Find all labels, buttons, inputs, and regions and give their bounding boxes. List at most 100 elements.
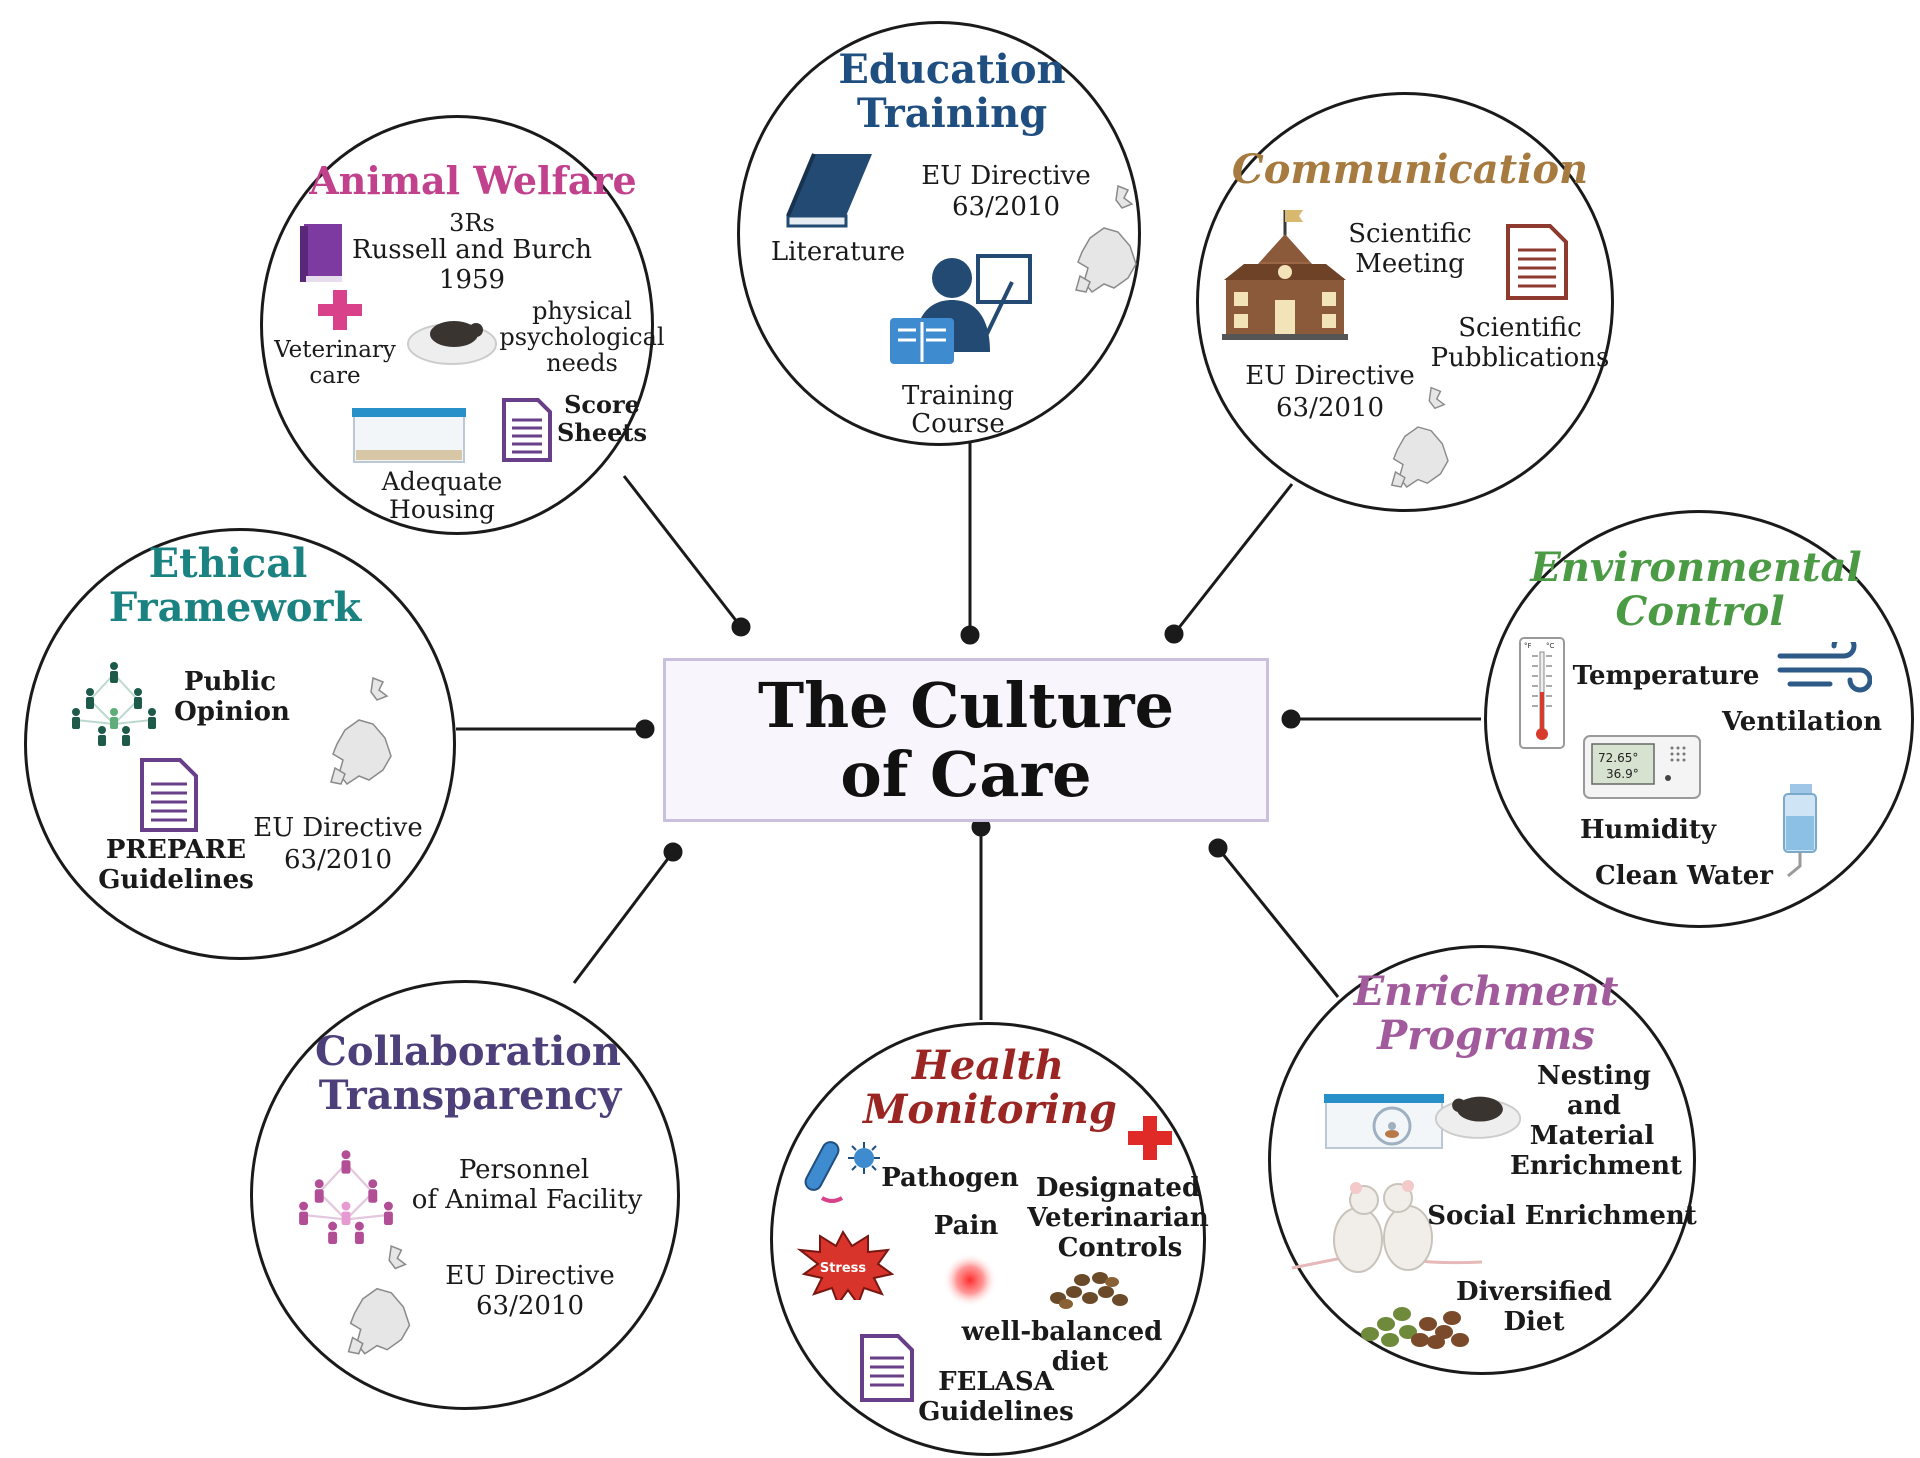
pellets-icon <box>1050 1272 1128 1309</box>
circle-education <box>737 21 1141 446</box>
health-pathogen: Pathogen <box>881 1163 1019 1193</box>
rats-icon <box>1291 1180 1483 1273</box>
medical-cross-icon <box>1128 1116 1172 1160</box>
enrichment-diet-line1: Diversified <box>1456 1277 1612 1307</box>
animal-welfare-needs-line3: needs <box>546 349 618 377</box>
medical-cross-icon <box>318 290 362 330</box>
circle-collaboration <box>250 980 680 1410</box>
education-directive-line2: 63/2010 <box>951 192 1061 222</box>
environmental-humidity: Humidity <box>1579 815 1717 845</box>
enrichment-nesting-line1: Nesting <box>1537 1061 1651 1091</box>
people-network-icon <box>72 662 156 746</box>
communication-title: Communication <box>1231 146 1589 193</box>
school-building-icon <box>1222 210 1348 340</box>
document-icon <box>502 398 552 462</box>
health-diet-line1: well-balanced <box>961 1317 1163 1347</box>
center-title: The Culture of Care <box>757 668 1175 811</box>
center-box: The Culture of Care <box>663 658 1269 822</box>
enrichment-nesting-line2: and <box>1567 1091 1621 1121</box>
hygrometer-reading-2: 36.9° <box>1606 767 1639 781</box>
animal-welfare-vet-line2: care <box>309 363 361 389</box>
communication-meeting-line1: Scientific <box>1348 219 1472 249</box>
communication-directive-line1: EU Directive <box>1245 361 1415 391</box>
ethical-directive-line2: 63/2010 <box>283 845 393 875</box>
health-felasa-line2: Guidelines <box>918 1397 1074 1427</box>
animal-welfare-needs-line1: physical <box>532 297 632 325</box>
education-title-line1: Education <box>838 46 1066 93</box>
communication-pub-line2: Pubblications <box>1430 343 1610 373</box>
animal-welfare-vet-line1: Veterinary <box>274 337 396 363</box>
water-bottle-icon <box>1783 784 1817 878</box>
enrichment-social: Social Enrichment <box>1427 1201 1697 1231</box>
communication-directive-line2: 63/2010 <box>1275 393 1385 423</box>
animal-welfare-year: 1959 <box>438 265 506 295</box>
education-course-line2: Course <box>911 409 1005 439</box>
health-vet-line1: Designated <box>1035 1173 1201 1203</box>
collaboration-title-line1: Collaboration <box>315 1028 621 1075</box>
environmental-water: Clean Water <box>1595 861 1773 891</box>
environmental-ventilation: Ventilation <box>1722 707 1882 737</box>
connector-dot-communication <box>1164 624 1184 644</box>
education-course-line1: Training <box>901 381 1015 411</box>
connector-dot-animal-welfare <box>731 617 751 637</box>
animal-welfare-3rs: 3Rs <box>449 209 495 237</box>
document-icon <box>860 1334 914 1402</box>
ethical-title-line2: Framework <box>108 584 362 631</box>
wind-icon <box>1777 642 1872 693</box>
collaboration-directive-line1: EU Directive <box>445 1261 615 1291</box>
people-network-icon <box>299 1150 393 1244</box>
connector-dot-collaboration <box>663 842 683 862</box>
health-felasa-line1: FELASA <box>938 1367 1054 1397</box>
mouse-nest-icon <box>407 321 497 365</box>
mouse-nest-icon <box>1434 1096 1522 1139</box>
animal-welfare-russell: Russell and Burch <box>351 235 593 265</box>
thermometer-c-label: °C <box>1546 642 1555 650</box>
stress-label: Stress <box>820 1261 867 1276</box>
enrichment-diet-line2: Diet <box>1503 1307 1565 1337</box>
collaboration-directive-line2: 63/2010 <box>475 1291 585 1321</box>
health-title-line2: Monitoring <box>863 1086 1117 1133</box>
circle-enrichment <box>1268 945 1696 1375</box>
animal-welfare-score-line1: Score <box>564 390 640 419</box>
book-icon <box>786 153 872 228</box>
animal-welfare-title: Animal Welfare <box>309 158 637 203</box>
europe-map-icon <box>1075 184 1137 294</box>
ethical-prepare-line2: Guidelines <box>98 865 254 895</box>
cage-icon <box>352 408 466 463</box>
ethical-opinion-line1: Public <box>183 667 277 697</box>
document-icon <box>140 758 198 832</box>
europe-map-icon <box>347 1245 411 1355</box>
health-title-line1: Health <box>912 1042 1064 1089</box>
collaboration-title-line2: Transparency <box>318 1072 622 1119</box>
animal-welfare-needs-line2: psychological <box>499 323 665 351</box>
education-directive-line1: EU Directive <box>921 161 1091 191</box>
cage-wheel-icon <box>1324 1094 1444 1149</box>
education-title-line2: Training <box>856 90 1048 137</box>
thermometer-f-label: °F <box>1524 642 1532 650</box>
thermometer-icon: °F °C <box>1519 637 1565 749</box>
health-pain: Pain <box>933 1211 999 1241</box>
document-icon <box>1506 224 1568 300</box>
health-vet-line3: Controls <box>1057 1233 1183 1263</box>
communication-pub-line1: Scientific <box>1458 313 1582 343</box>
enrichment-title-line2: Programs <box>1377 1012 1595 1059</box>
animal-welfare-housing-line1: Adequate <box>381 467 503 496</box>
hygrometer-reading-1: 72.65° <box>1598 751 1638 765</box>
ethical-directive-line1: EU Directive <box>253 813 423 843</box>
enrichment-nesting-line3: Material <box>1529 1121 1655 1151</box>
ethical-prepare-line1: PREPARE <box>105 835 247 865</box>
education-literature: Literature <box>770 237 906 267</box>
stress-burst-icon: Stress <box>796 1230 894 1300</box>
connector-dot-ethical <box>635 719 655 739</box>
enrichment-nesting-line4: Enrichment <box>1510 1151 1682 1181</box>
enrichment-title-line1: Enrichment <box>1353 968 1619 1015</box>
environmental-title-line2: Control <box>1615 588 1785 635</box>
europe-map-icon <box>1390 386 1449 488</box>
collaboration-personnel-line2: of Animal Facility <box>411 1185 643 1215</box>
health-vet-line2: Veterinarian <box>1027 1203 1209 1233</box>
animal-welfare-housing-line2: Housing <box>389 495 495 524</box>
connector-dot-environmental <box>1281 709 1301 729</box>
environmental-title-line1: Environmental <box>1530 544 1862 591</box>
health-diet-line2: diet <box>1051 1347 1109 1377</box>
